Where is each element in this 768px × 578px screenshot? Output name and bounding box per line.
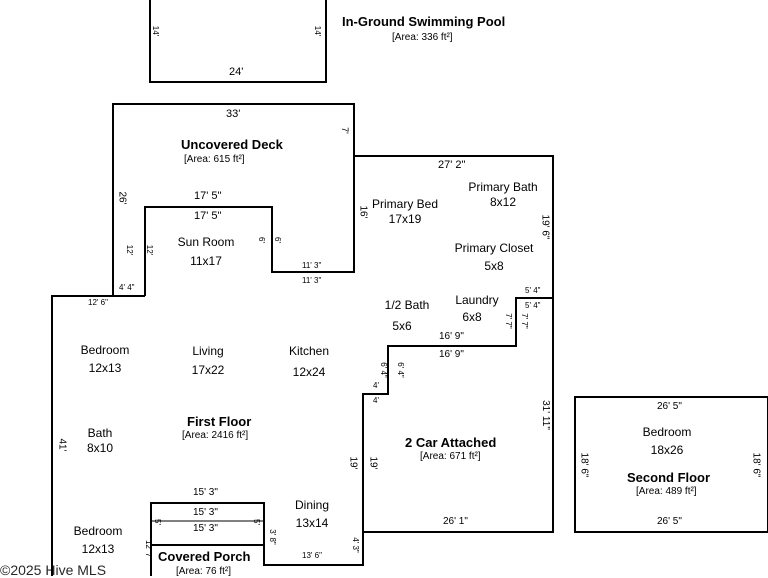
porch-outline <box>150 502 364 576</box>
pool-title: In-Ground Swimming Pool <box>342 14 506 29</box>
dim-31-11: 31' 11" <box>539 400 551 430</box>
dim-15-3a: 15' 3" <box>193 487 218 498</box>
pool-outline <box>149 0 327 83</box>
second-floor-outline <box>574 396 768 533</box>
garage-area: [Area: 671 ft²] <box>420 451 481 462</box>
dim-26-1: 26' 1" <box>443 516 468 527</box>
dim-12-7: 12' 7" <box>143 540 153 560</box>
room-bedroom-1-name: Bedroom <box>80 343 130 357</box>
dim-7-7b: 7' 7" <box>519 313 529 329</box>
dim-19b: 19' <box>367 456 379 470</box>
room-bath-size: 8x10 <box>86 441 114 455</box>
dim-4-3: 4' 3" <box>350 537 360 553</box>
dim-6a: 6' <box>256 237 266 243</box>
room-half-bath-name: 1/2 Bath <box>384 298 430 312</box>
room-living-size: 17x22 <box>191 363 225 377</box>
room-bedroom-2-size: 12x13 <box>81 542 115 556</box>
dim-4-4: 4' 4" <box>119 283 135 292</box>
dim-11-3a: 11' 3" <box>302 261 322 270</box>
second-floor-area: [Area: 489 ft²] <box>636 486 697 497</box>
deck-right-dim: 7' <box>339 127 350 134</box>
dim-5b: 5' <box>251 519 261 525</box>
dim-16: 16' <box>357 205 369 219</box>
room-bedroom-1-size: 12x13 <box>88 361 122 375</box>
sun-room-outline <box>144 156 355 296</box>
room-half-bath-size: 5x6 <box>392 319 412 333</box>
dim-12a: 12' <box>125 244 135 256</box>
dim-27-2: 27' 2" <box>438 159 466 171</box>
dim-5a: 5' <box>152 519 162 525</box>
porch-title: Covered Porch <box>158 549 251 564</box>
dim-16-9b: 16' 9" <box>439 349 464 360</box>
room-bedroom-2-name: Bedroom <box>73 524 123 538</box>
first-floor-title: First Floor <box>187 414 252 429</box>
deck-left-dim: 26' <box>116 191 128 205</box>
dim-41: 41' <box>56 438 68 452</box>
room-sun-room-name: Sun Room <box>177 235 235 249</box>
dim-11-3b: 11' 3" <box>302 276 322 285</box>
second-floor-right-dim: 18' 6" <box>750 452 762 478</box>
first-floor-area: [Area: 2416 ft²] <box>182 430 249 441</box>
room-primary-closet-size: 5x8 <box>484 259 504 273</box>
second-floor-left-dim: 18' 6" <box>578 452 590 478</box>
dim-6-4a: 6' 4" <box>378 362 388 378</box>
room-laundry-name: Laundry <box>455 293 499 307</box>
room-dining-name: Dining <box>294 498 330 512</box>
room-sun-room-size: 11x17 <box>190 254 222 268</box>
pool-width-dim: 24' <box>229 66 244 78</box>
dim-15-3b: 15' 3" <box>193 507 218 518</box>
dim-17-5b: 17' 5" <box>194 210 222 222</box>
deck-title: Uncovered Deck <box>181 137 283 152</box>
room-laundry-size: 6x8 <box>462 310 482 324</box>
second-floor-room-size: 18x26 <box>650 443 684 457</box>
dim-5-4b: 5' 4" <box>525 301 541 310</box>
dim-15-3c: 15' 3" <box>193 523 218 534</box>
dim-13-6: 13' 6" <box>302 551 322 560</box>
second-floor-bottom-dim: 26' 5" <box>657 516 682 527</box>
second-floor-room-name: Bedroom <box>642 425 692 439</box>
dim-12-6: 12' 6" <box>88 298 108 307</box>
second-floor-top-dim: 26' 5" <box>657 401 682 412</box>
dim-12b: 12' <box>145 244 155 256</box>
room-bath-name: Bath <box>87 426 113 440</box>
dim-4a: 4' <box>373 381 379 390</box>
dim-6-4b: 6' 4" <box>395 362 405 378</box>
room-primary-bath-size: 8x12 <box>489 195 517 209</box>
room-primary-bath-name: Primary Bath <box>468 180 538 194</box>
room-primary-closet-name: Primary Closet <box>454 241 534 255</box>
dim-5-4a: 5' 4" <box>525 286 541 295</box>
room-primary-bed-size: 17x19 <box>388 212 422 226</box>
dim-16-9a: 16' 9" <box>439 331 464 342</box>
pool-right-dim: 14' <box>313 25 323 37</box>
dim-19a: 19' <box>347 456 359 470</box>
dim-4b: 4' <box>373 396 379 405</box>
dim-6b: 6' <box>272 237 282 243</box>
room-kitchen-name: Kitchen <box>288 344 330 358</box>
room-kitchen-size: 12x24 <box>292 365 326 379</box>
porch-area: [Area: 76 ft²] <box>176 566 232 577</box>
house-east-wall <box>354 155 554 533</box>
watermark: ©2025 Hive MLS <box>0 562 107 578</box>
pool-area: [Area: 336 ft²] <box>392 32 453 43</box>
deck-top-dim: 33' <box>226 108 241 120</box>
dim-17-5a: 17' 5" <box>194 190 222 202</box>
room-primary-bed-name: Primary Bed <box>371 197 439 211</box>
pool-left-dim: 14' <box>151 25 161 37</box>
garage-title: 2 Car Attached <box>405 435 497 450</box>
deck-area: [Area: 615 ft²] <box>184 154 245 165</box>
deck-outline <box>112 103 355 296</box>
dim-19-6: 19' 6" <box>539 214 551 240</box>
room-living-name: Living <box>192 344 224 358</box>
room-dining-size: 13x14 <box>295 516 329 530</box>
dim-7-7a: 7' 7" <box>503 313 513 329</box>
second-floor-title: Second Floor <box>627 470 711 485</box>
house-outline <box>51 295 145 576</box>
dim-3-8: 3' 8" <box>267 529 277 545</box>
